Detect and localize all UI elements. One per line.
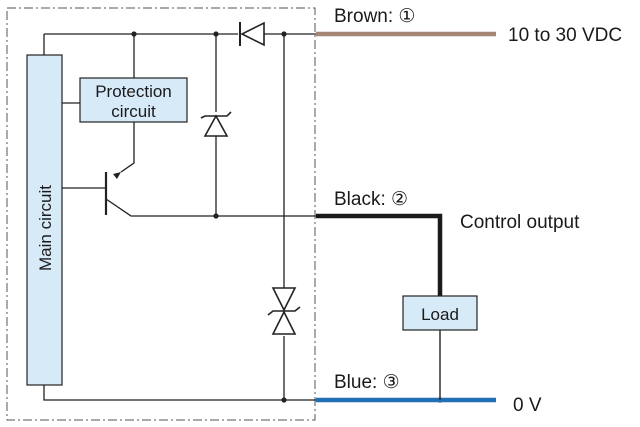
main-circuit-block — [26, 54, 63, 386]
main-circuit-label: Main circuit — [36, 185, 55, 271]
protection-circuit-label-line2: circuit — [111, 102, 156, 121]
surge-absorber-icon — [267, 287, 301, 335]
protection-circuit-block — [79, 77, 188, 123]
sensor-boundary — [6, 7, 316, 421]
supply-voltage-label: 10 to 30 VDC — [508, 25, 622, 46]
ground-voltage-label: 0 V — [513, 395, 542, 416]
diode-icon — [239, 21, 265, 47]
blue-wire-label: Blue: ③ — [334, 372, 400, 393]
load-label: Load — [421, 305, 459, 324]
brown-wire-label: Brown: ① — [334, 6, 415, 27]
load-block — [402, 295, 478, 331]
black-wire — [316, 213, 443, 296]
internal-wiring — [43, 33, 316, 401]
protection-circuit-label-line1: Protection — [95, 82, 172, 101]
black-wire-label: Black: ② — [334, 189, 408, 210]
control-output-label: Control output — [460, 212, 580, 233]
zener-diode-icon — [200, 111, 232, 137]
transistor-icon — [104, 172, 121, 215]
